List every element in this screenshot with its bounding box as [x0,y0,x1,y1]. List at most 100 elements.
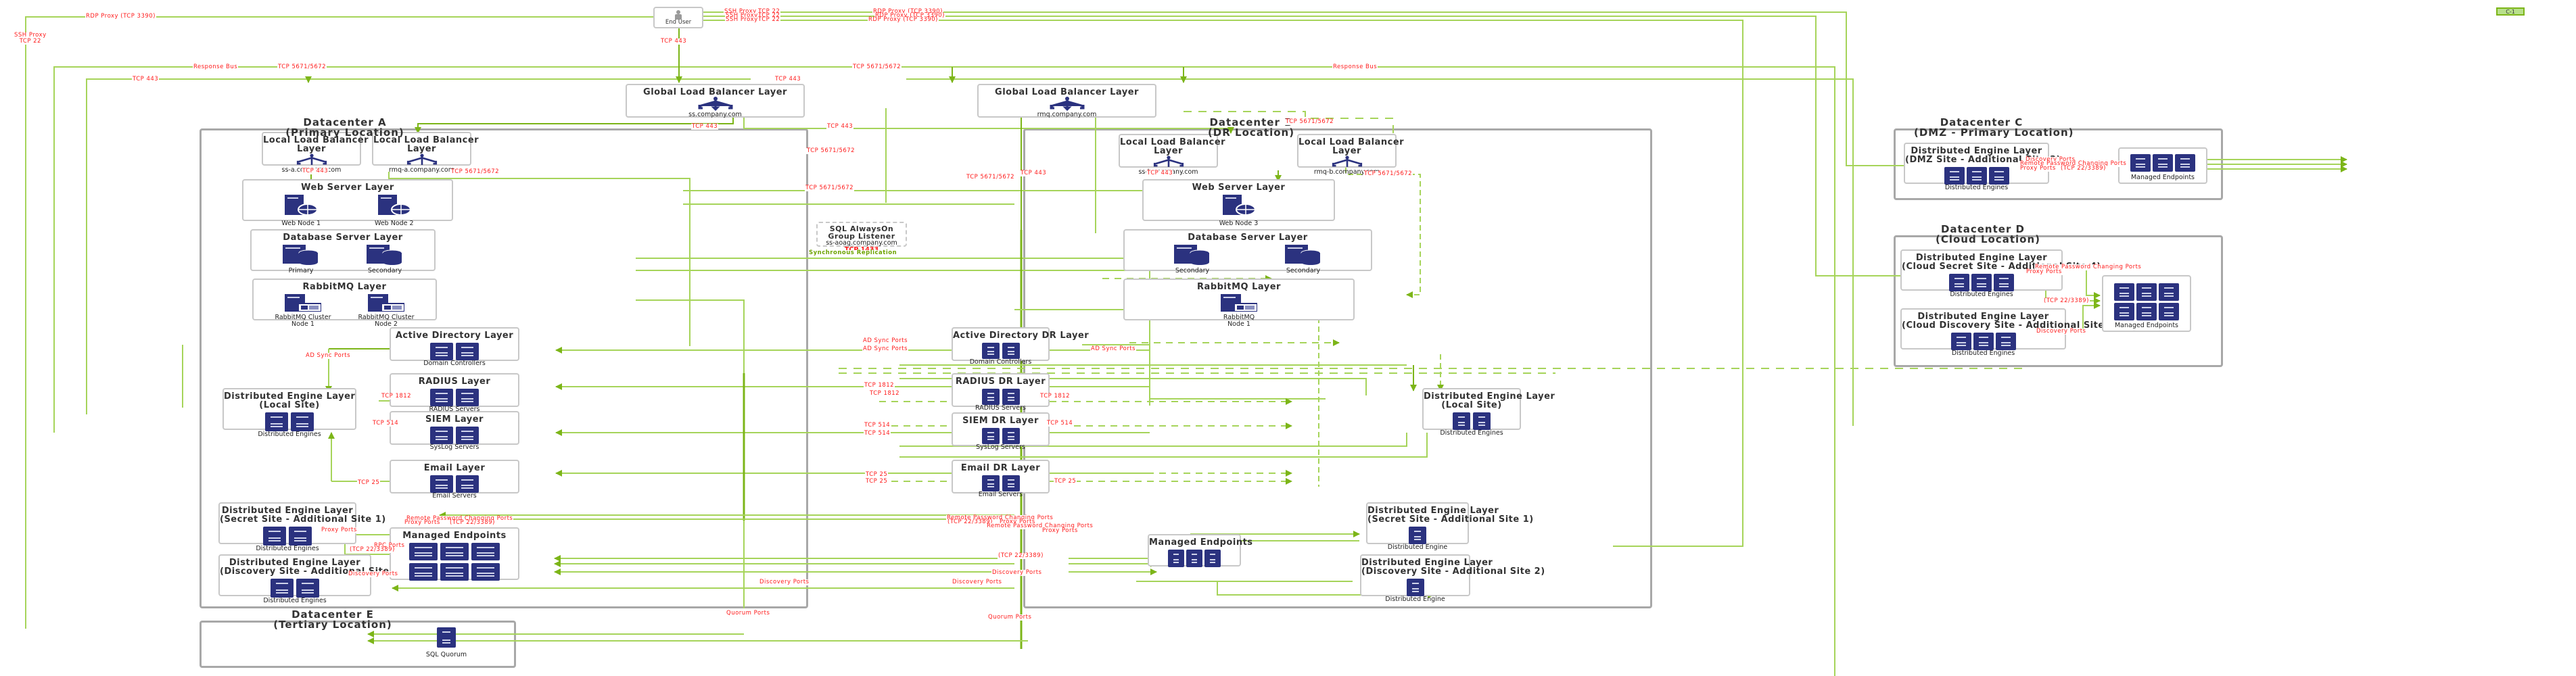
managed-endpoints-d[interactable]: Managed Endpoints [2102,275,2191,332]
db-node-label: Secondary [1286,267,1321,274]
email-layer-a[interactable]: Email Layer Email Servers [390,460,519,500]
sync-replication-label: Synchronous Replication [808,249,898,256]
server-icon [981,343,1000,359]
server-icon [456,343,479,360]
de-local-layer-a[interactable]: Distributed Engine Layer (Local Site) Di… [223,388,356,438]
server-icon [981,428,1000,444]
quorum-ports-label: Quorum Ports [726,610,771,617]
active-directory-dr-layer-b[interactable]: Active Directory DR Layer Domain Control… [952,327,1089,366]
tcp514-label: TCP 514 [864,422,891,429]
load-balancer-icon [1332,155,1362,167]
web-server-layer-b[interactable]: Web Server Layer Web Node 3 [1142,179,1335,227]
layer-sub: Email Servers [978,491,1023,498]
discovery-ports-label: Discovery Ports [991,569,1043,576]
tcp5671-label: TCP 5671/5672 [806,147,856,154]
local-lb-ss-a[interactable]: Local Load Balancer Layer ss-a.company.c… [262,132,369,174]
sql-quorum-node[interactable]: SQL Quorum [406,625,487,658]
local-lb-ss-b[interactable]: Local Load Balancer Layer ss-b.company.c… [1119,134,1226,176]
radius-layer-a[interactable]: RADIUS Layer RADIUS Servers [390,373,519,413]
server-icon [1995,333,2016,350]
layer-title: RabbitMQ Layer [302,282,387,292]
database-server-layer-b[interactable]: Database Server Layer Secondary Secondar… [1123,229,1372,274]
layer-title: Web Server Layer [301,183,394,193]
local-lb-title: Local Load Balancer Layer [263,135,369,154]
global-lb-rmq[interactable]: Global Load Balancer Layer rmq.company.c… [977,84,1156,118]
datacenter-c-title: Datacenter C (DMZ - Primary Location) [1914,116,2074,139]
web-server-layer-a[interactable]: Web Server Layer Web Node 1 Web Node 2 [242,179,453,227]
managed-endpoints-b[interactable]: Managed Endpoints [1148,534,1252,567]
layer-sub: Distributed Engines [258,431,321,438]
end-user-node[interactable]: End User [653,7,703,28]
ssh-proxy-label: SSH Proxy [724,8,757,15]
server-icon [409,543,438,560]
web-node-label: Web Node 3 [1219,220,1259,227]
server-icon [2130,154,2151,172]
layer-sub: Managed Endpoints [2130,174,2195,181]
proxy-ports-label: Proxy Ports [404,519,441,526]
de-secret-layer-b[interactable]: Distributed Engine Layer (Secret Site - … [1366,502,1533,551]
layer-title: Active Directory Layer [395,331,514,341]
tcp1812-label: TCP 1812 [381,393,413,400]
layer-sub: Distributed Engines [1440,429,1503,437]
server-icon [271,579,294,598]
ssh-proxy-label: SSH Proxy [725,12,759,19]
local-lb-title: Local Load Balancer Layer [1298,137,1405,156]
web-server-icon [1222,195,1256,216]
siem-layer-a[interactable]: SIEM Layer SysLog Servers [390,411,519,451]
datacenter-d-title: Datacenter D (Cloud Location) [1936,223,2040,245]
rdp-proxy-label: RDP Proxy (TCP 3390) [872,8,943,15]
ssh-proxy-label: SSH Proxy [725,16,759,23]
tcp443-label: TCP 443 [691,123,719,130]
email-dr-layer-b[interactable]: Email DR Layer Email Servers [952,460,1050,498]
layer-title: Database Server Layer [1188,233,1308,243]
datacenter-e [200,621,516,668]
rpc-changing-label: Remote Password Changing Ports [2034,264,2142,270]
local-lb-title: Local Load Balancer Layer [1120,137,1226,156]
server-icon [1168,550,1184,567]
server-icon [1002,428,1020,444]
local-lb-rmq-b[interactable]: Local Load Balancer Layer rmq-b.company.… [1297,134,1405,176]
rpc-changing-label: Remote Password Changing Ports [406,515,514,522]
managed-endpoints-c[interactable]: Managed Endpoints [2118,147,2207,184]
de-discovery-layer-a[interactable]: Distributed Engine Layer (Discovery Site… [218,554,403,604]
db-node-label: Primary [288,267,314,274]
layer-title: RADIUS DR Layer [955,377,1046,387]
tcp1812-label: TCP 1812 [869,390,901,397]
tcp22-label: TCP 22 [757,16,781,23]
person-icon [675,10,682,20]
rabbitmq-layer-b[interactable]: RabbitMQ Layer RabbitMQ Node 1 [1123,279,1355,328]
rpc-changing-label: Remote Password Changing Ports [2019,160,2128,167]
radius-dr-layer-b[interactable]: RADIUS DR Layer RADIUS Servers [952,373,1050,412]
datacenter-e-title: Datacenter E (Tertiary Location) [273,608,392,631]
server-icon [1994,274,2014,291]
layer-sub: Distributed Engines [256,545,319,552]
web-node-label: Web Node 1 [281,220,321,227]
rabbitmq-layer-a[interactable]: RabbitMQ Layer RabbitMQ Cluster Node 1 R… [252,279,437,328]
layer-title: Database Server Layer [283,233,403,243]
server-icon [1944,167,1965,185]
server-icon [440,563,469,581]
global-lb-ss[interactable]: Global Load Balancer Layer ss.company.co… [626,84,805,118]
de-local-layer-b[interactable]: Distributed Engine Layer (Local Site) Di… [1422,388,1555,437]
quorum-label: SQL Quorum [425,651,467,658]
discovery-ports-label: Discovery Ports [348,571,399,577]
server-icon [1971,274,1992,291]
server-icon [430,427,453,444]
de-discovery-layer-b[interactable]: Distributed Engine Layer (Discovery Site… [1360,554,1545,603]
de-secret-layer-a[interactable]: Distributed Engine Layer (Secret Site - … [218,502,385,552]
web-server-icon [377,195,411,216]
load-balancer-icon [1153,155,1184,167]
tcp5671-label: TCP 5671/5672 [852,64,902,70]
local-lb-rmq-a[interactable]: Local Load Balancer Layer rmq-a.company.… [372,132,479,174]
database-server-layer-a[interactable]: Database Server Layer Primary Secondary [250,229,436,274]
tcp25-label: TCP 25 [357,479,381,486]
managed-endpoints-a[interactable]: Managed Endpoints [390,527,519,581]
layer-sub: Domain Controllers [423,360,486,367]
discovery-ports-label: Discovery Ports [759,579,810,585]
siem-dr-layer-b[interactable]: SIEM DR Layer SysLog Servers [952,412,1050,451]
server-icon [265,412,288,431]
sql-alwayson-listener[interactable]: SQL AlwaysOn Group Listener ss-aoag.comp… [816,222,907,254]
proxy-ports-label: Proxy Ports [2025,268,2063,275]
active-directory-layer-a[interactable]: Active Directory Layer Domain Controller… [390,327,519,367]
